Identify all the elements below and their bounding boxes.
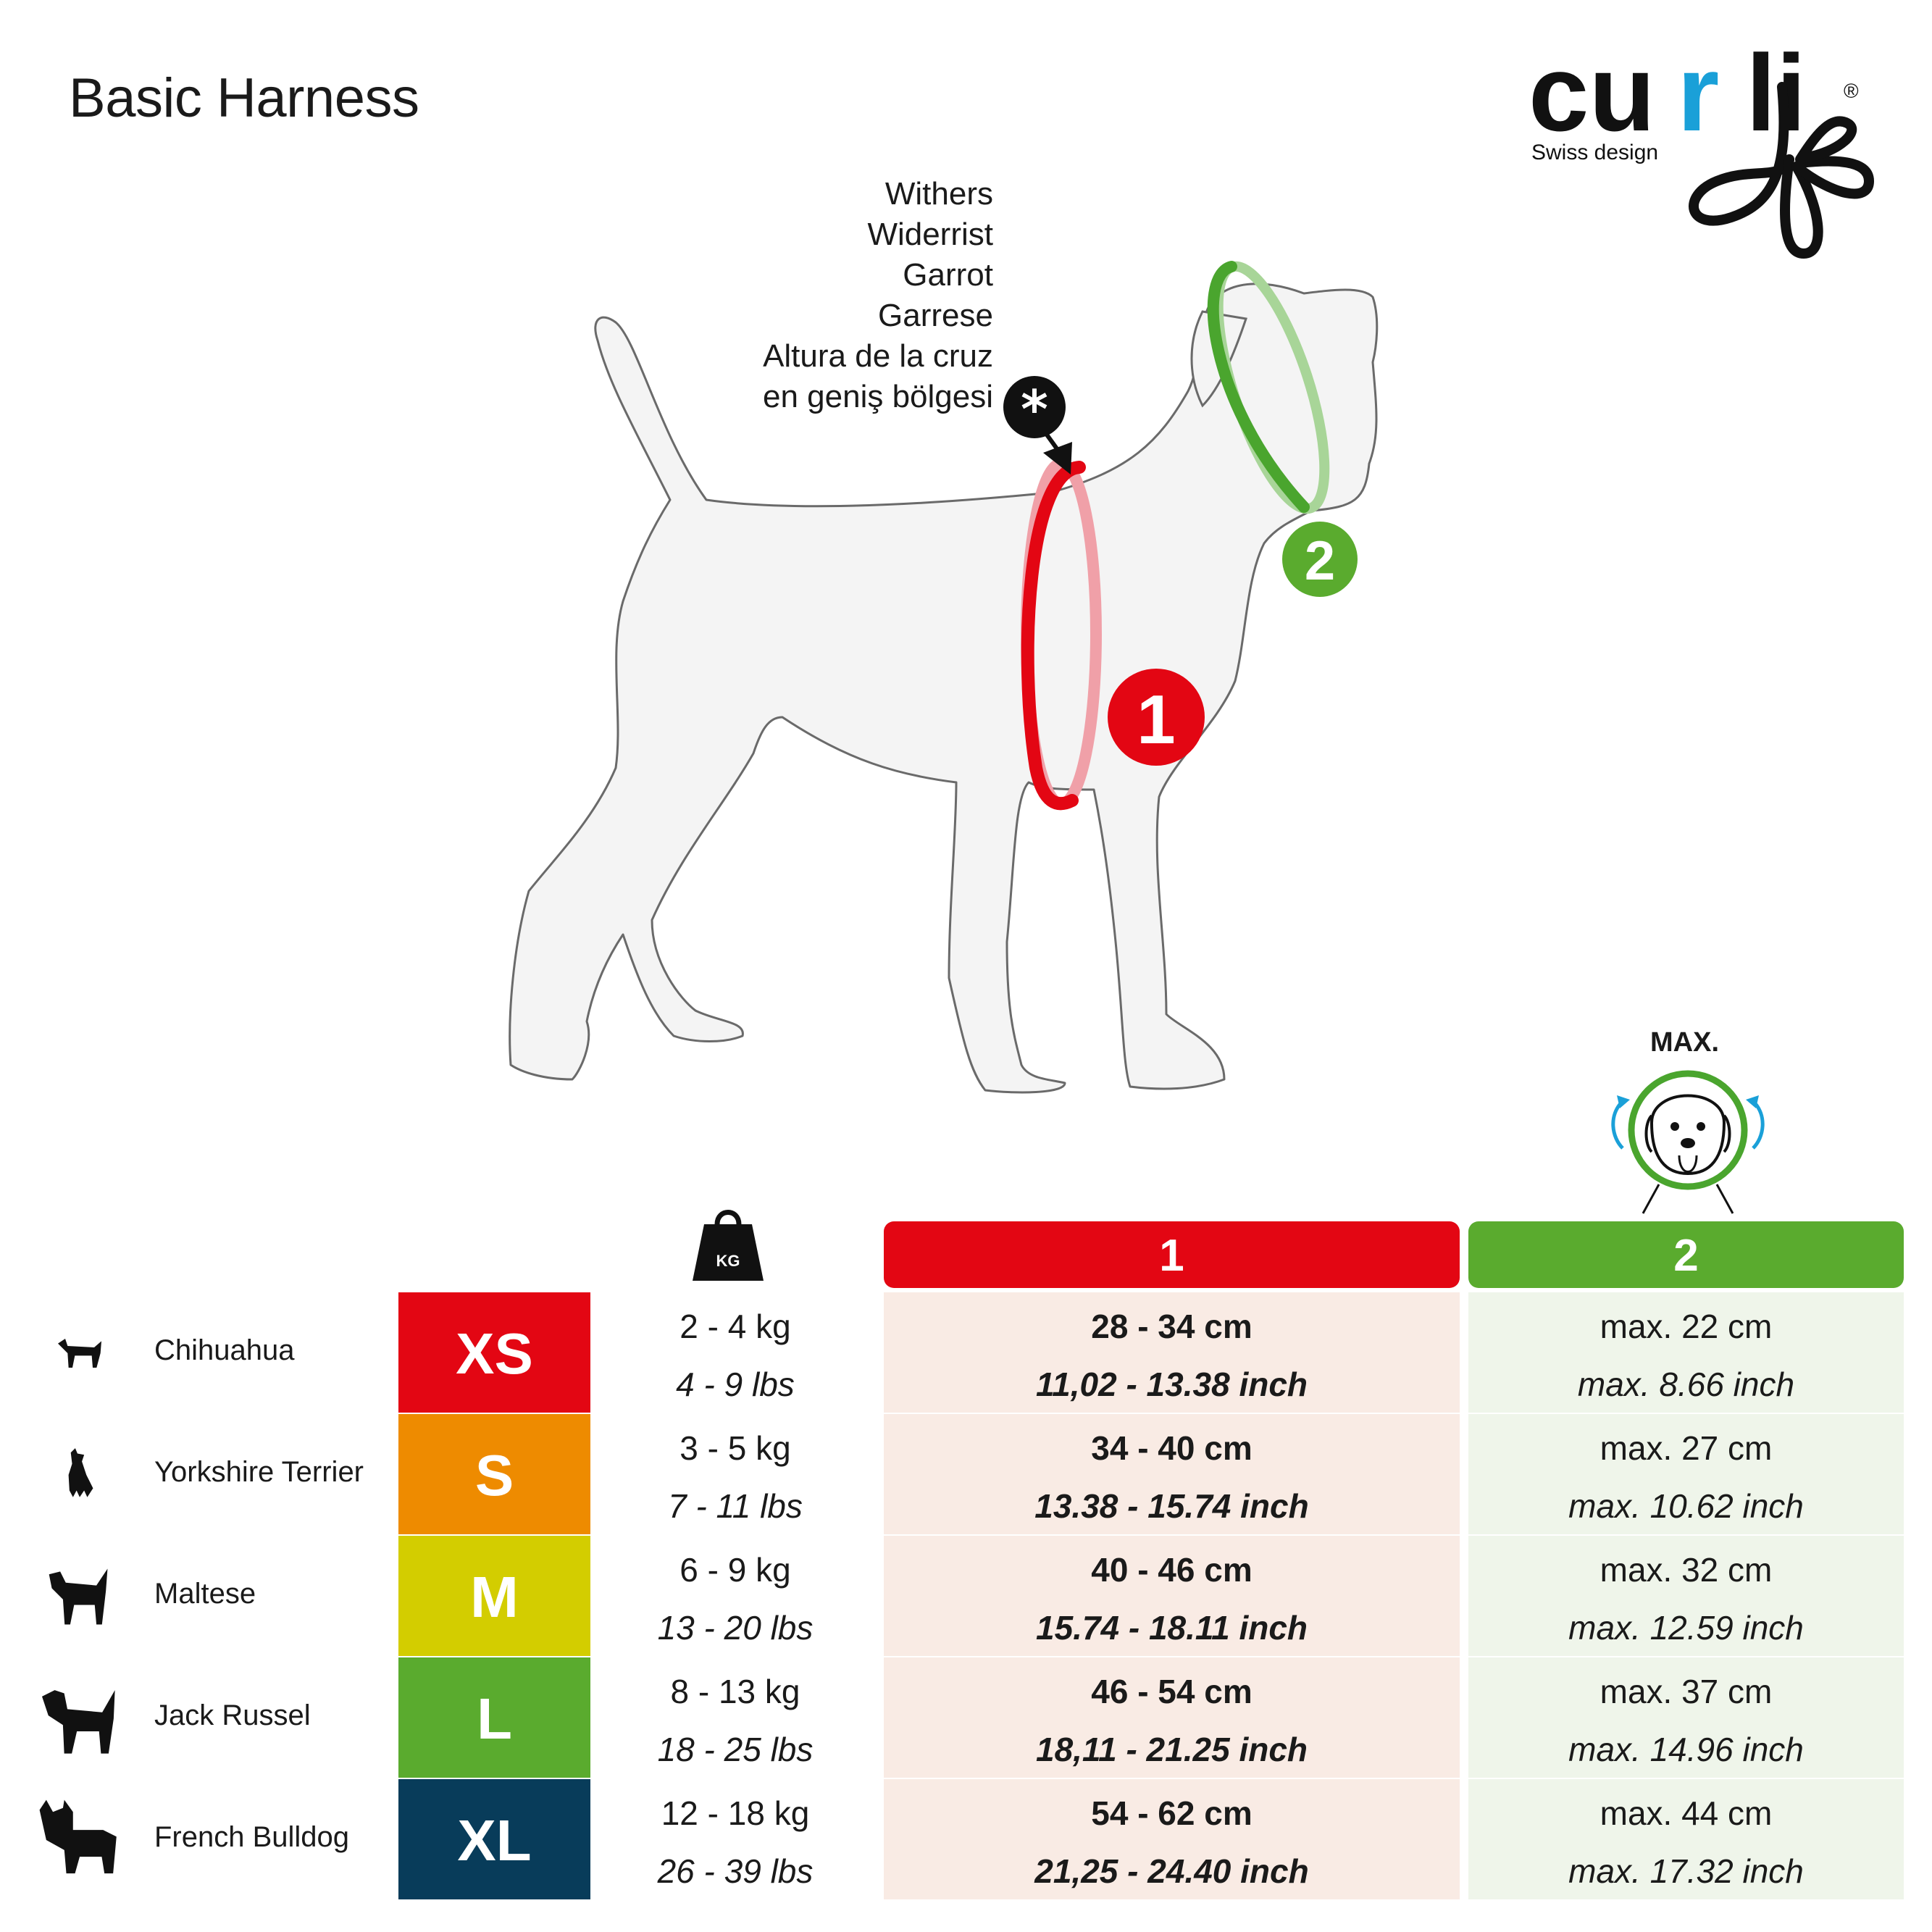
weight-lbs: 18 - 25 lbs [657,1731,814,1768]
withers-label-en: Withers [885,176,993,212]
dog-breed-icon [33,1310,127,1397]
size-label: XL [398,1779,590,1899]
svg-text:1: 1 [1137,681,1175,758]
svg-text:*: * [1021,379,1048,440]
neck-cm: max. 32 cm [1599,1551,1773,1589]
weight-kg: 12 - 18 kg [661,1794,810,1832]
withers-label-fr: Garrot [903,257,993,293]
neck-cm: max. 27 cm [1599,1429,1773,1467]
dog-head-icon [1611,1070,1765,1214]
dog-silhouette [509,283,1379,1094]
chest-ring-front [1021,461,1086,811]
neck-cell: max. 27 cm max. 10.62 inch [1468,1414,1904,1534]
dog-breed-icon [33,1431,127,1518]
logo-tagline: Swiss design [1531,141,1658,164]
withers-label-tr: en geniş bölgesi [762,379,993,414]
svg-text:®: ® [1844,80,1859,102]
svg-text:r: r [1677,36,1719,154]
breed-name: Jack Russel [154,1699,311,1731]
chest-cm: 46 - 54 cm [1091,1673,1253,1710]
weight-lbs: 7 - 11 lbs [668,1487,803,1525]
max-label: MAX. [1650,1027,1719,1058]
breed-name: Chihuahua [154,1334,295,1366]
withers-labels: Withers Widerrist Garrot Garrese Altura … [763,174,993,417]
weight-kg: 6 - 9 kg [679,1551,791,1589]
chest-column-header: 1 [884,1221,1460,1288]
dog-breed-icon [33,1553,127,1640]
dog-diagram: * 1 2 [509,261,1379,1094]
chest-cm: 54 - 62 cm [1091,1794,1253,1832]
weight-kg-icon: KG [693,1210,764,1281]
dog-breed-icon [33,1797,127,1883]
neck-inch: max. 10.62 inch [1568,1487,1804,1525]
weight-lbs: 26 - 39 lbs [657,1852,814,1890]
chest-badge [1108,669,1205,766]
weight-lbs: 4 - 9 lbs [676,1366,795,1403]
page-title: Basic Harness [69,67,419,129]
neck-column-header: 2 [1468,1221,1904,1288]
chest-cell: 28 - 34 cm 11,02 - 13.38 inch [884,1292,1460,1413]
neck-cell: max. 44 cm max. 17.32 inch [1468,1779,1904,1899]
table-row: Yorkshire Terrier S 3 - 5 kg 7 - 11 lbs … [0,1414,1932,1536]
size-label: XS [398,1292,590,1413]
neck-ring-front [1207,261,1310,513]
breed-name: Maltese [154,1578,256,1610]
chest-inch: 18,11 - 21.25 inch [1035,1731,1308,1768]
chest-cm: 28 - 34 cm [1091,1308,1253,1345]
chest-cm: 34 - 40 cm [1091,1429,1253,1467]
weight-kg: 2 - 4 kg [679,1308,791,1345]
svg-text:2: 2 [1305,530,1335,592]
weight-kg: 3 - 5 kg [679,1429,791,1467]
size-label: S [398,1414,590,1534]
chest-inch: 11,02 - 13.38 inch [1035,1366,1308,1403]
neck-inch: max. 12.59 inch [1568,1609,1804,1647]
table-row: French Bulldog XL 12 - 18 kg 26 - 39 lbs… [0,1779,1932,1901]
neck-cm: max. 37 cm [1599,1673,1773,1710]
curli-logo: cu r li Swiss design ® [1529,36,1875,259]
withers-label-es: Altura de la cruz [763,338,993,374]
chest-cell: 46 - 54 cm 18,11 - 21.25 inch [884,1657,1460,1778]
neck-cm: max. 44 cm [1599,1794,1773,1832]
withers-label-it: Garrese [878,298,993,333]
withers-marker [1003,376,1066,438]
neck-cell: max. 22 cm max. 8.66 inch [1468,1292,1904,1413]
table-row: Jack Russel L 8 - 13 kg 18 - 25 lbs 46 -… [0,1657,1932,1779]
weight-lbs: 13 - 20 lbs [657,1609,814,1647]
neck-cell: max. 32 cm max. 12.59 inch [1468,1536,1904,1656]
dog-breed-icon [33,1675,127,1762]
size-label: M [398,1536,590,1656]
neck-inch: max. 8.66 inch [1577,1366,1795,1403]
neck-cm: max. 22 cm [1599,1308,1773,1345]
table-row: Maltese M 6 - 9 kg 13 - 20 lbs 40 - 46 c… [0,1536,1932,1657]
chest-cell: 40 - 46 cm 15.74 - 18.11 inch [884,1536,1460,1656]
breed-name: French Bulldog [154,1821,350,1853]
chest-inch: 21,25 - 24.40 inch [1034,1852,1309,1890]
size-label: L [398,1657,590,1778]
table-row: Chihuahua XS 2 - 4 kg 4 - 9 lbs 28 - 34 … [0,1292,1932,1414]
neck-inch: max. 17.32 inch [1568,1852,1804,1890]
logo-brand-text: cu [1529,36,1655,154]
chest-cell: 54 - 62 cm 21,25 - 24.40 inch [884,1779,1460,1899]
svg-text:li: li [1746,36,1806,154]
neck-cell: max. 37 cm max. 14.96 inch [1468,1657,1904,1778]
chest-cm: 40 - 46 cm [1091,1551,1253,1589]
breed-name: Yorkshire Terrier [154,1456,364,1488]
neck-badge [1282,522,1358,597]
svg-text:KG: KG [716,1252,740,1270]
chest-inch: 15.74 - 18.11 inch [1035,1609,1308,1647]
withers-label-de: Widerrist [867,217,993,252]
chest-inch: 13.38 - 15.74 inch [1034,1487,1309,1525]
chest-cell: 34 - 40 cm 13.38 - 15.74 inch [884,1414,1460,1534]
weight-kg: 8 - 13 kg [670,1673,800,1710]
neck-inch: max. 14.96 inch [1568,1731,1804,1768]
